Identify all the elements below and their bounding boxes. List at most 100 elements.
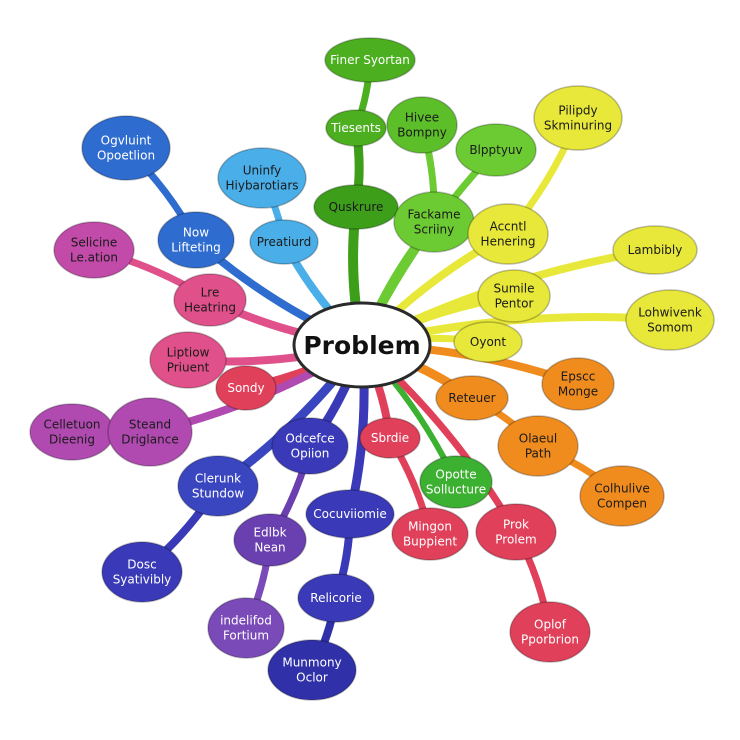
node-label: Reteuer <box>448 391 495 405</box>
node-bubble <box>157 211 235 269</box>
node-label: Heatring <box>184 301 236 315</box>
node-label: Priuent <box>167 361 210 375</box>
node-label: Hiybarotiars <box>225 179 298 193</box>
node-bubble <box>386 96 458 154</box>
node-label: Opotte <box>435 468 476 482</box>
node-label: Le.ation <box>70 251 118 265</box>
node-label: Dosc <box>127 558 156 572</box>
node-lambibly[interactable]: Lambibly <box>612 225 698 275</box>
node-label: Epscc <box>561 370 596 384</box>
node-bubble <box>324 37 416 83</box>
node-bubble <box>173 273 247 327</box>
node-label: Lohwivenk <box>638 306 702 320</box>
node-label: Munmony <box>282 656 341 670</box>
node-label: Opoetlion <box>97 149 155 163</box>
node-relicorie[interactable]: Relicorie <box>297 573 375 623</box>
node-reteuer[interactable]: Reteuer <box>435 375 509 421</box>
node-bubble <box>305 489 395 539</box>
node-label: Cocuviiomie <box>313 507 386 521</box>
node-cocuviiomie[interactable]: Cocuviiomie <box>305 489 395 539</box>
node-label: Selicine <box>71 236 118 250</box>
node-bubble <box>217 147 307 209</box>
node-label: Nean <box>254 541 285 555</box>
node-label: Blpptyuv <box>469 143 522 157</box>
node-bubble <box>509 601 591 663</box>
node-label: Edlbk <box>253 526 286 540</box>
node-label: Bompny <box>397 126 447 140</box>
node-label: Stundow <box>192 487 244 501</box>
node-label: Fackame <box>408 208 461 222</box>
node-bubble <box>625 289 715 351</box>
node-sbrdie[interactable]: Sbrdie <box>359 417 421 459</box>
node-sondy[interactable]: Sondy <box>215 365 277 411</box>
node-bubble <box>533 85 623 151</box>
node-oyont[interactable]: Oyont <box>453 321 523 363</box>
node-label: Mingon <box>408 520 452 534</box>
node-bubble <box>579 465 665 527</box>
node-bubble <box>541 357 615 411</box>
node-bubble <box>391 507 469 561</box>
node-bubble <box>249 219 319 265</box>
node-quskrure[interactable]: Quskrure <box>313 184 399 230</box>
node-bubble <box>453 321 523 363</box>
node-label: Lre <box>201 286 220 300</box>
central-bubble <box>292 301 432 389</box>
node-label: Somom <box>647 321 693 335</box>
node-bubble <box>267 639 357 701</box>
node-label: Preatiurd <box>257 235 311 249</box>
node-bubble <box>612 225 698 275</box>
node-label: Pentor <box>495 297 534 311</box>
node-bubble <box>177 455 259 517</box>
node-preatiurd[interactable]: Preatiurd <box>249 219 319 265</box>
node-bubble <box>477 269 551 323</box>
node-bubble <box>435 375 509 421</box>
central-topic[interactable]: Problem <box>292 301 432 389</box>
node-label: Lifteting <box>171 241 220 255</box>
node-bubble <box>271 417 349 475</box>
node-finer-syortan[interactable]: Finer Syortan <box>324 37 416 83</box>
node-bubble <box>467 203 549 265</box>
node-label: Lambibly <box>628 243 683 257</box>
node-blpptyuv[interactable]: Blpptyuv <box>455 123 537 177</box>
node-label: Sbrdie <box>371 431 409 445</box>
node-tiesents[interactable]: Tiesents <box>325 109 387 147</box>
node-label: Driglance <box>121 433 178 447</box>
node-label: Oyont <box>470 335 506 349</box>
node-label: Odcefce <box>285 432 334 446</box>
node-bubble <box>297 573 375 623</box>
node-label: Buppient <box>403 535 457 549</box>
node-label: Olaeul <box>519 432 557 446</box>
node-label: Sondy <box>227 381 264 395</box>
node-bubble <box>101 541 183 603</box>
node-bubble <box>455 123 537 177</box>
